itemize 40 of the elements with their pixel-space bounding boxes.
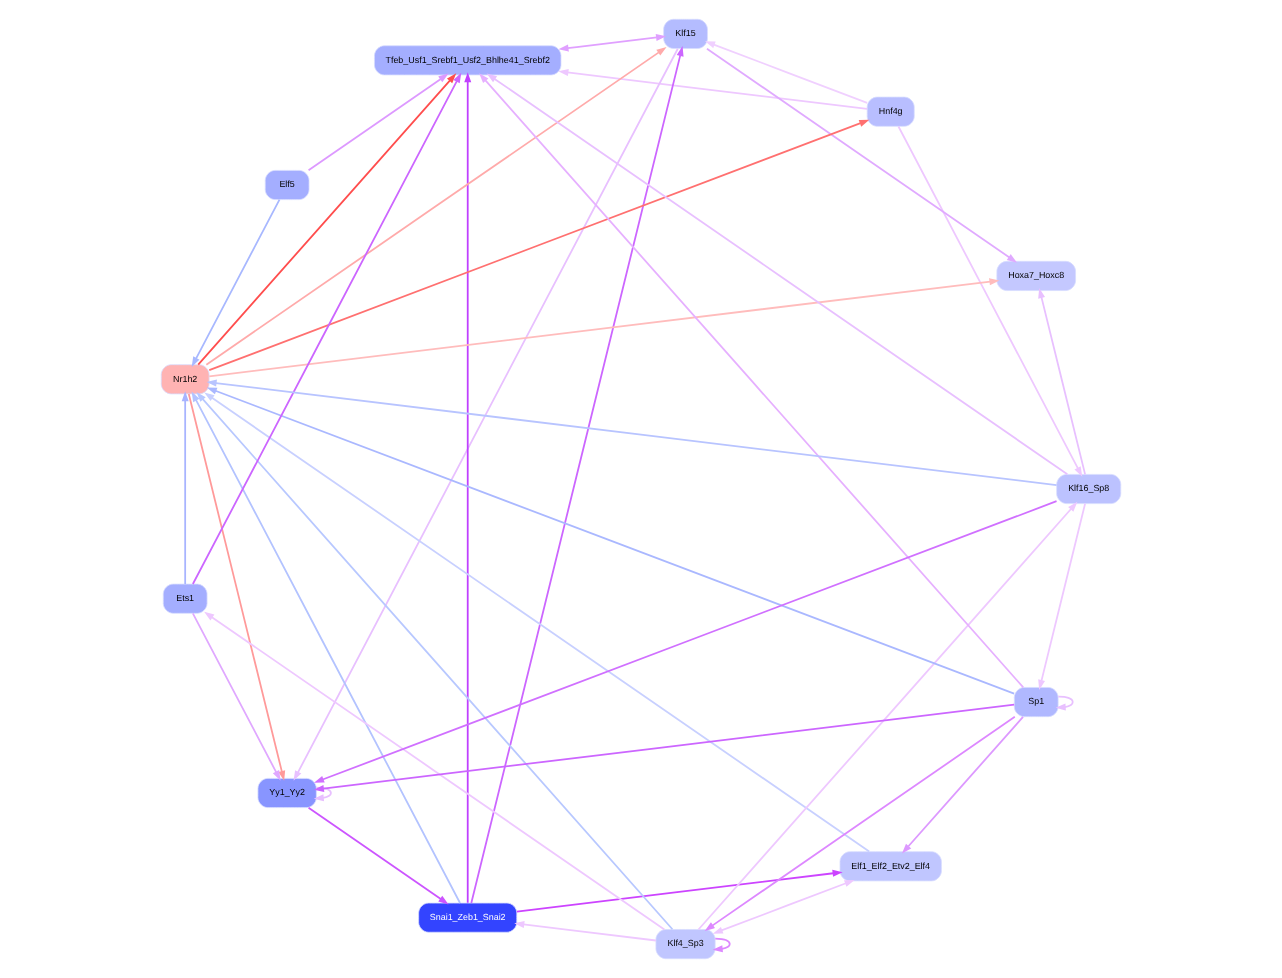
arrow	[464, 72, 472, 904]
arrow	[208, 278, 1000, 378]
arrow	[705, 41, 869, 104]
arrow	[204, 392, 871, 853]
arrow	[706, 47, 1018, 263]
arrow	[470, 46, 684, 904]
arrow	[901, 716, 1024, 854]
arrow	[1038, 502, 1086, 690]
arrow	[712, 937, 731, 953]
arrow	[206, 379, 1058, 486]
arrow	[197, 73, 457, 366]
arrow	[1055, 695, 1074, 711]
arrow	[314, 500, 1058, 783]
arrow	[479, 73, 1025, 689]
arrow	[558, 69, 868, 110]
arrow	[313, 786, 332, 802]
arrow	[191, 391, 461, 904]
arrow	[208, 119, 870, 372]
arrow	[515, 869, 843, 913]
arrow	[191, 612, 281, 781]
arrow	[897, 125, 1083, 477]
arrow	[307, 806, 449, 905]
arrow	[712, 879, 855, 934]
arrow	[187, 393, 286, 781]
arrow	[558, 33, 667, 52]
arrow	[192, 72, 462, 585]
arrow	[181, 391, 189, 585]
arrow	[204, 611, 666, 931]
arrow	[205, 47, 667, 366]
arrow	[514, 921, 657, 942]
arrow	[486, 73, 1069, 476]
arrow	[1038, 288, 1086, 476]
arrow	[196, 391, 674, 931]
arrow	[191, 198, 281, 367]
arrow	[307, 73, 449, 172]
arrow	[704, 715, 1016, 931]
arrow	[313, 703, 1016, 793]
arrow	[697, 501, 1078, 931]
arrow	[293, 47, 679, 781]
arrow	[206, 387, 1015, 695]
